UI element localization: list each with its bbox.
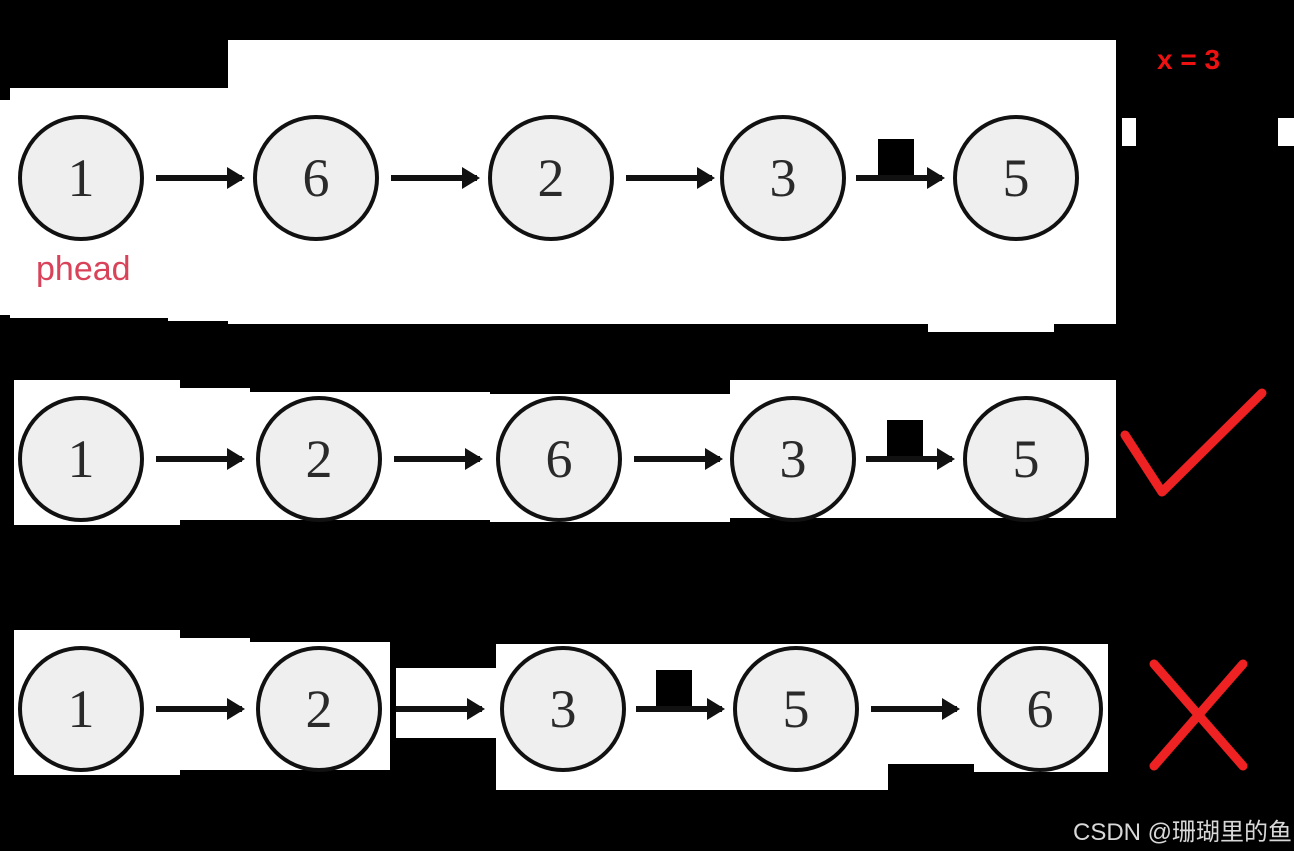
node-value: 6 (1026, 679, 1054, 739)
block-marker-row3 (656, 670, 692, 706)
arrow-row3-3 (871, 706, 957, 712)
node-value: 3 (779, 429, 807, 489)
arrow-row3-2 (636, 706, 722, 712)
node-value: 2 (305, 679, 333, 739)
watermark-label: CSDN @珊瑚里的鱼 (1073, 819, 1293, 846)
arrow-row1-0 (156, 175, 242, 181)
node-value: 6 (545, 429, 573, 489)
node-row2-0: 1 (18, 396, 144, 522)
arrow-row2-2 (634, 456, 720, 462)
arrow-row3-1 (396, 706, 482, 712)
node-value: 3 (769, 148, 797, 208)
arrow-row2-0 (156, 456, 242, 462)
node-value: 5 (782, 679, 810, 739)
cross-icon (1149, 659, 1248, 771)
arrow-row2-3 (866, 456, 952, 462)
node-row1-1: 6 (253, 115, 379, 241)
block-marker-row2 (887, 420, 923, 456)
node-row1-3: 3 (720, 115, 846, 241)
node-row3-1: 2 (256, 646, 382, 772)
pivot-label: x = 3 (1157, 44, 1221, 75)
node-row2-4: 5 (963, 396, 1089, 522)
paper-panel-row1-e (1122, 118, 1136, 146)
node-row3-0: 1 (18, 646, 144, 772)
phead-label: phead (36, 250, 131, 288)
node-row1-4: 5 (953, 115, 1079, 241)
arrow-row1-3 (856, 175, 942, 181)
node-row1-0: 1 (18, 115, 144, 241)
node-row3-2: 3 (500, 646, 626, 772)
node-row1-2: 2 (488, 115, 614, 241)
arrow-row3-0 (156, 706, 242, 712)
node-row2-3: 3 (730, 396, 856, 522)
paper-panel-row1-f (1278, 118, 1294, 146)
node-row2-2: 6 (496, 396, 622, 522)
node-value: 6 (302, 148, 330, 208)
node-value: 3 (549, 679, 577, 739)
node-value: 5 (1002, 148, 1030, 208)
arrow-row1-1 (391, 175, 477, 181)
node-value: 2 (305, 429, 333, 489)
arrow-row1-2 (626, 175, 712, 181)
paper-panel-row1-d (168, 96, 248, 321)
node-row2-1: 2 (256, 396, 382, 522)
node-value: 2 (537, 148, 565, 208)
paper-panel-row1-g (928, 318, 1054, 332)
node-value: 1 (67, 148, 95, 208)
node-value: 5 (1012, 429, 1040, 489)
paper-panel-row3-f (888, 644, 976, 764)
node-row3-4: 6 (977, 646, 1103, 772)
node-row3-3: 5 (733, 646, 859, 772)
checkmark-icon (1120, 388, 1267, 497)
node-value: 1 (67, 679, 95, 739)
node-value: 1 (67, 429, 95, 489)
arrow-row2-1 (394, 456, 480, 462)
block-marker-row1 (878, 139, 914, 175)
